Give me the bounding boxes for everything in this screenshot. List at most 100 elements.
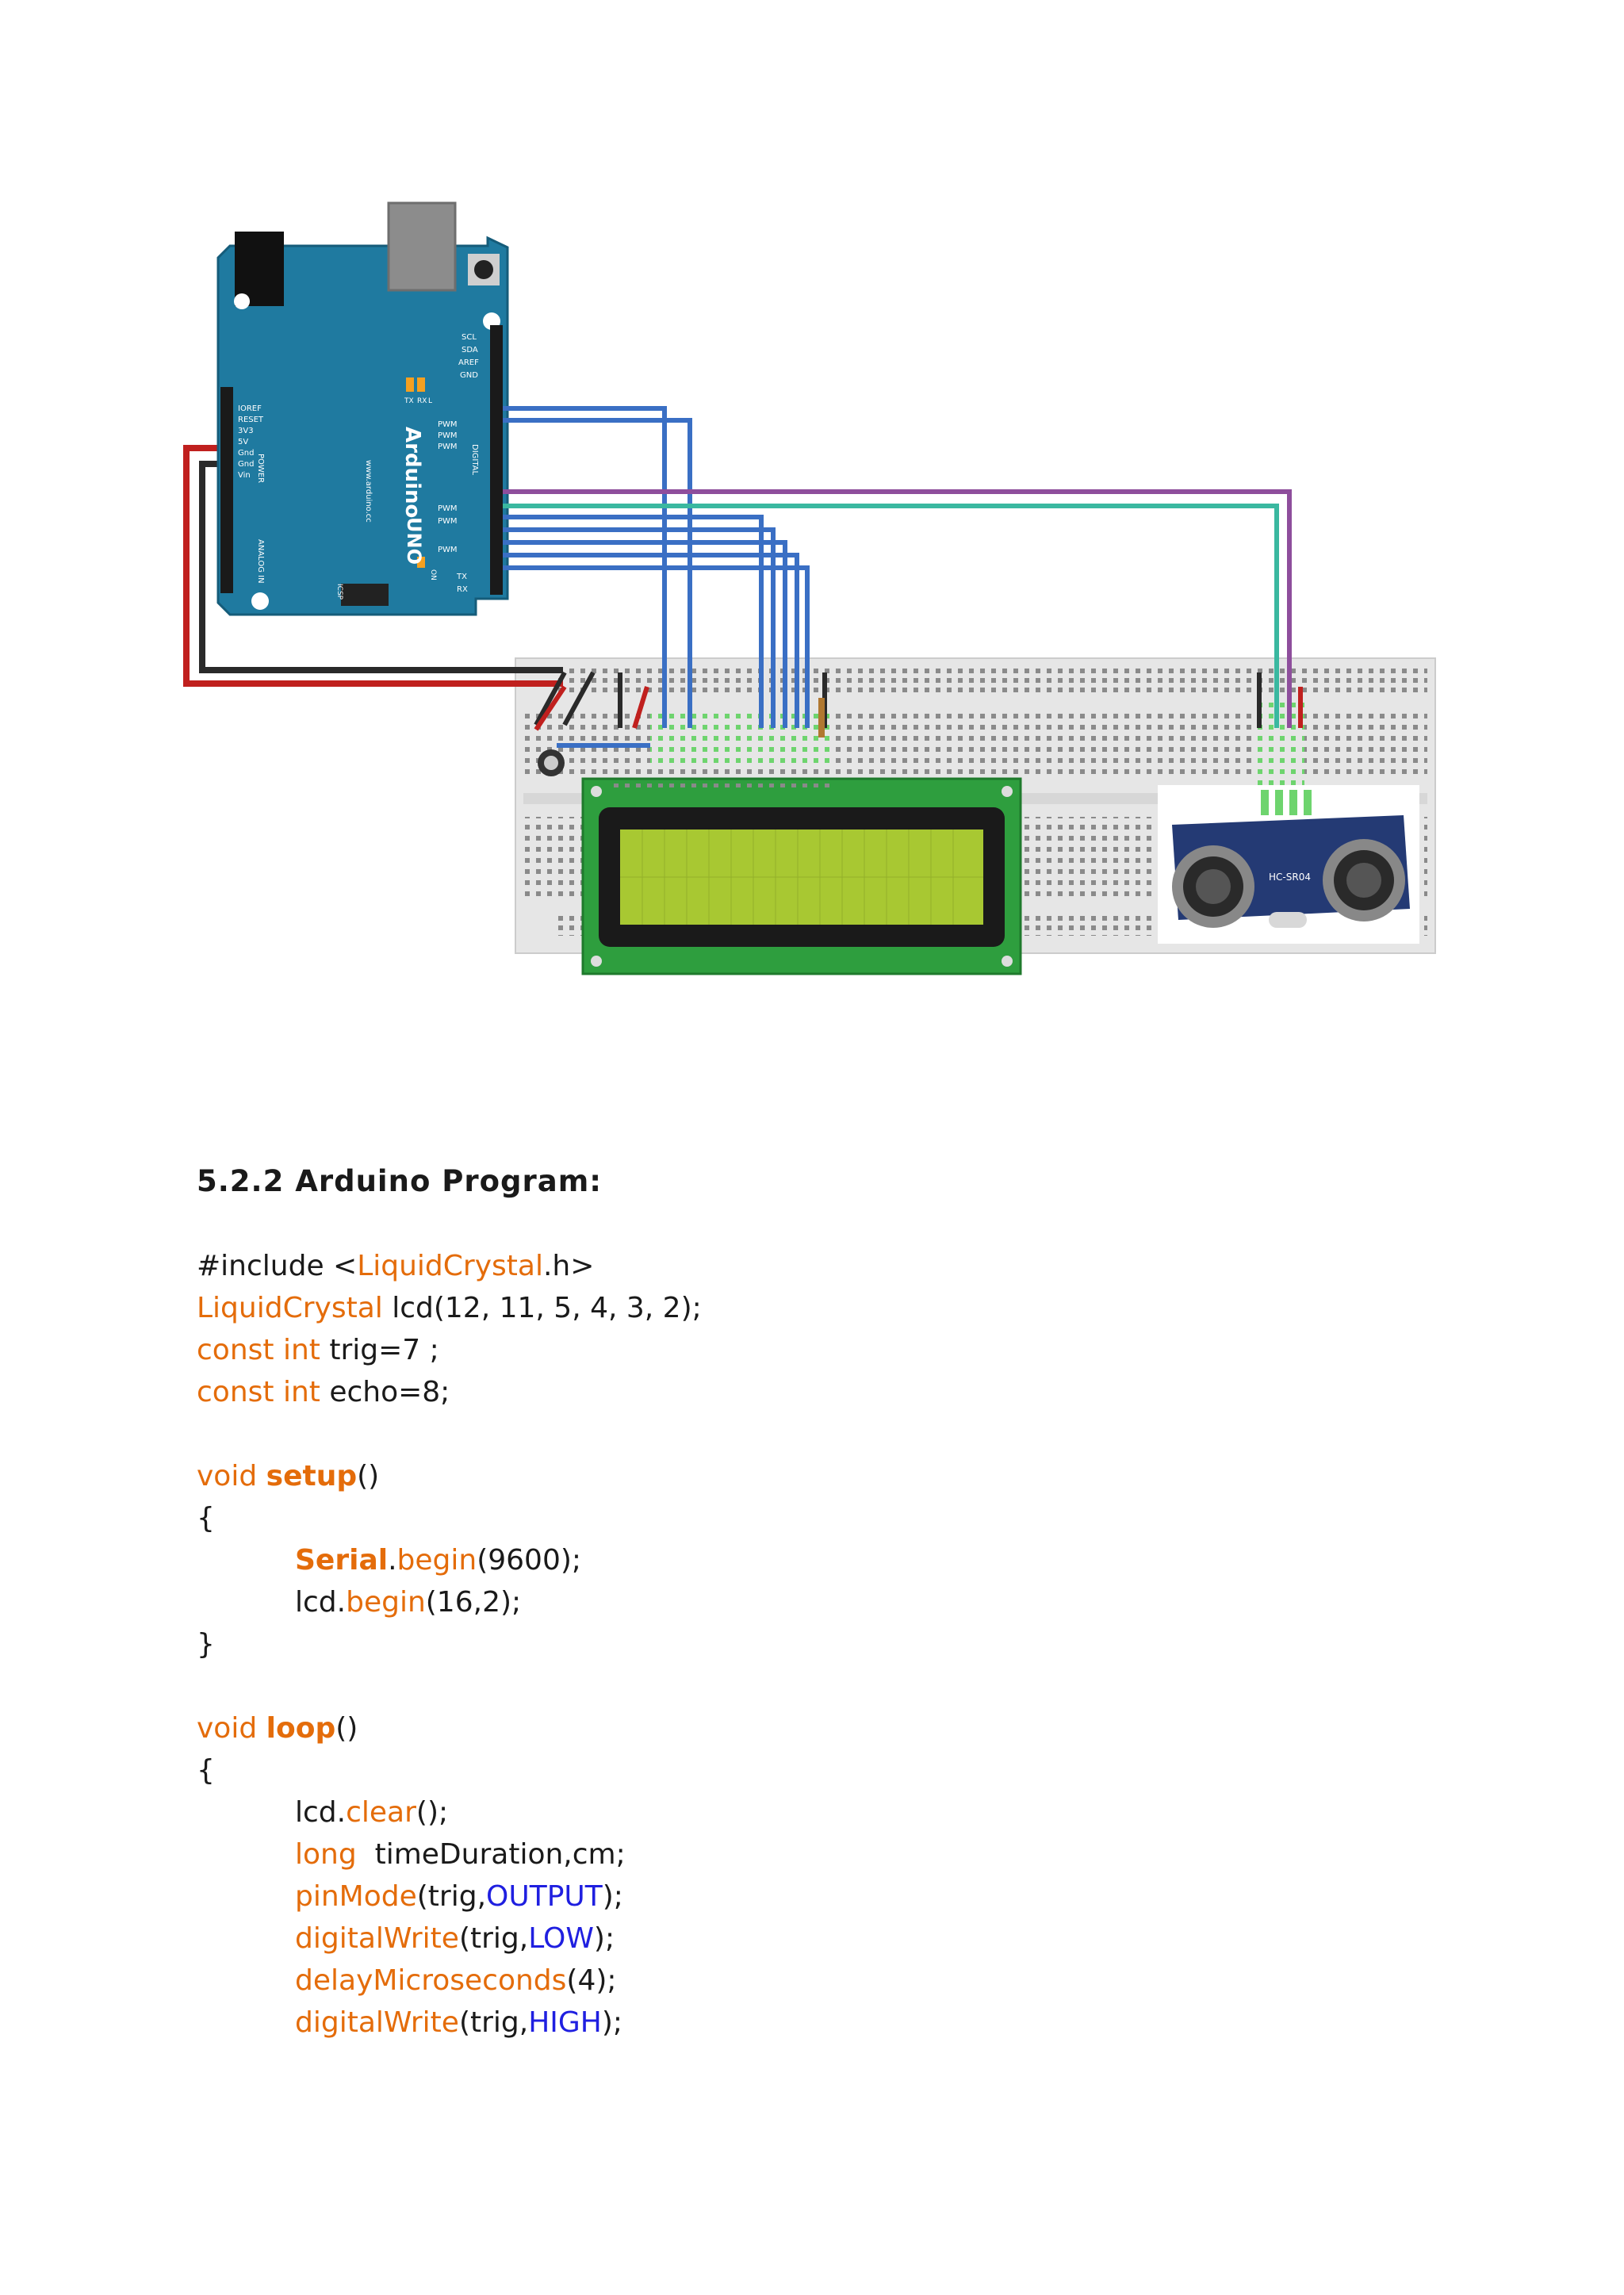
- power-pin-vin: Vin: [238, 471, 251, 480]
- code-line: delayMicroseconds(4);: [197, 1960, 702, 2002]
- code-token: .: [388, 1544, 397, 1577]
- code-token: );: [602, 1880, 623, 1913]
- code-line: LiquidCrystal lcd(12, 11, 5, 4, 3, 2);: [197, 1287, 702, 1329]
- top-pin-scl: SCL: [462, 333, 477, 342]
- power-pin-gnd-2: Gnd: [238, 460, 254, 469]
- code-token: setup: [266, 1460, 358, 1492]
- code-token: {: [197, 1502, 215, 1534]
- code-token: const int: [197, 1334, 320, 1366]
- code-token: timeDuration,cm;: [356, 1838, 626, 1871]
- led-tx-small: TX: [404, 397, 414, 405]
- code-token: (trig,: [458, 1922, 529, 1955]
- code-token: trig=7 ;: [320, 1334, 439, 1366]
- code-token: void: [197, 1460, 266, 1492]
- ultrasonic-sensor: HC-SR04: [1158, 785, 1419, 944]
- led-rx-small: RX: [417, 397, 427, 405]
- code-token: {: [197, 1754, 215, 1787]
- code-token: HIGH: [528, 2006, 602, 2039]
- top-pin-aref: AREF: [458, 358, 479, 367]
- code-line: digitalWrite(trig,HIGH);: [197, 2002, 702, 2044]
- code-token: lcd.: [295, 1796, 347, 1829]
- pwm-label-2: PWM: [438, 431, 458, 440]
- code-token: digitalWrite: [295, 1922, 459, 1955]
- code-token: clear: [346, 1796, 416, 1829]
- pwm-label-1: PWM: [438, 420, 458, 429]
- code-line: lcd.begin(16,2);: [197, 1581, 702, 1623]
- code-line: long timeDuration,cm;: [197, 1833, 702, 1875]
- code-token: (9600);: [477, 1544, 582, 1577]
- code-line: void setup(): [197, 1455, 702, 1497]
- code-token: (trig,: [416, 1880, 487, 1913]
- arduino-board: Arduino UNO www.arduino.cc IOREF RESET 3…: [216, 201, 509, 616]
- code-line: lcd.clear();: [197, 1791, 702, 1833]
- code-line: {: [197, 1749, 702, 1791]
- code-token: LiquidCrystal: [357, 1250, 543, 1282]
- power-pin-gnd-1: Gnd: [238, 449, 254, 458]
- code-token: lcd(12, 11, 5, 4, 3, 2);: [382, 1292, 702, 1324]
- code-line: #include <LiquidCrystal.h>: [197, 1245, 702, 1287]
- code-token: #include <: [197, 1250, 358, 1282]
- section-digital-label: DIGITAL: [470, 444, 479, 476]
- code-blank-line: [197, 1665, 702, 1707]
- code-blank-line: [197, 1413, 702, 1455]
- code-token: pinMode: [295, 1880, 417, 1913]
- code-token: begin: [346, 1586, 426, 1619]
- code-line: Serial.begin(9600);: [197, 1539, 702, 1581]
- board-model: UNO: [403, 517, 425, 565]
- code-token: digitalWrite: [295, 2006, 459, 2039]
- top-pin-gnd: GND: [460, 371, 478, 380]
- code-token: OUTPUT: [486, 1880, 603, 1913]
- section-analog-label: ANALOG IN: [256, 539, 265, 584]
- top-pin-sda: SDA: [462, 346, 478, 354]
- code-line: const int echo=8;: [197, 1371, 702, 1413]
- code-token: LiquidCrystal: [197, 1292, 383, 1324]
- pwm-label-6: PWM: [438, 546, 458, 554]
- code-token: lcd.: [295, 1586, 347, 1619]
- power-pin-reset: RESET: [238, 416, 264, 424]
- led-rx-label: RX: [457, 585, 468, 594]
- code-line: digitalWrite(trig,LOW);: [197, 1918, 702, 1960]
- code-line: const int trig=7 ;: [197, 1329, 702, 1371]
- section-title: 5.2.2 Arduino Program:: [197, 1164, 603, 1198]
- led-on-label: ON: [429, 569, 437, 580]
- pwm-label-4: PWM: [438, 504, 458, 513]
- code-token: const int: [197, 1376, 320, 1408]
- code-line: {: [197, 1497, 702, 1539]
- code-token: LOW: [528, 1922, 594, 1955]
- code-token: (): [335, 1712, 358, 1745]
- section-power-label: POWER: [256, 454, 265, 483]
- code-token: delayMicroseconds: [295, 1964, 567, 1997]
- pwm-label-5: PWM: [438, 517, 458, 526]
- code-token: .h>: [542, 1250, 595, 1282]
- icsp-label: ICSP: [335, 584, 343, 600]
- power-pin-3v3: 3V3: [238, 427, 254, 435]
- code-token: (): [357, 1460, 380, 1492]
- power-wires: [183, 445, 1303, 731]
- sensor-model-label: HC-SR04: [1269, 872, 1311, 883]
- code-token: echo=8;: [320, 1376, 450, 1408]
- code-token: );: [593, 1922, 615, 1955]
- potentiometer: [538, 749, 565, 776]
- code-token: loop: [266, 1712, 336, 1745]
- led-l-label: L: [428, 397, 432, 405]
- code-line: pinMode(trig,OUTPUT);: [197, 1875, 702, 1918]
- pwm-label-3: PWM: [438, 443, 458, 451]
- circuit-diagram: Arduino UNO www.arduino.cc IOREF RESET 3…: [183, 201, 1436, 975]
- signal-wires: [503, 406, 1292, 748]
- code-token: }: [197, 1628, 215, 1661]
- code-token: long: [295, 1838, 357, 1871]
- code-token: );: [601, 2006, 623, 2039]
- led-tx-label: TX: [456, 573, 467, 581]
- code-listing: #include <LiquidCrystal.h> LiquidCrystal…: [197, 1245, 702, 2044]
- power-pin-ioref: IOREF: [238, 404, 262, 413]
- code-line: void loop(): [197, 1707, 702, 1749]
- code-line: }: [197, 1623, 702, 1665]
- code-token: begin: [396, 1544, 477, 1577]
- code-token: (16,2);: [425, 1586, 522, 1619]
- code-token: (4);: [566, 1964, 617, 1997]
- code-token: ();: [416, 1796, 449, 1829]
- lcd-module: [581, 777, 1022, 975]
- board-site: www.arduino.cc: [364, 460, 373, 523]
- code-token: Serial: [295, 1544, 389, 1577]
- code-token: void: [197, 1712, 266, 1745]
